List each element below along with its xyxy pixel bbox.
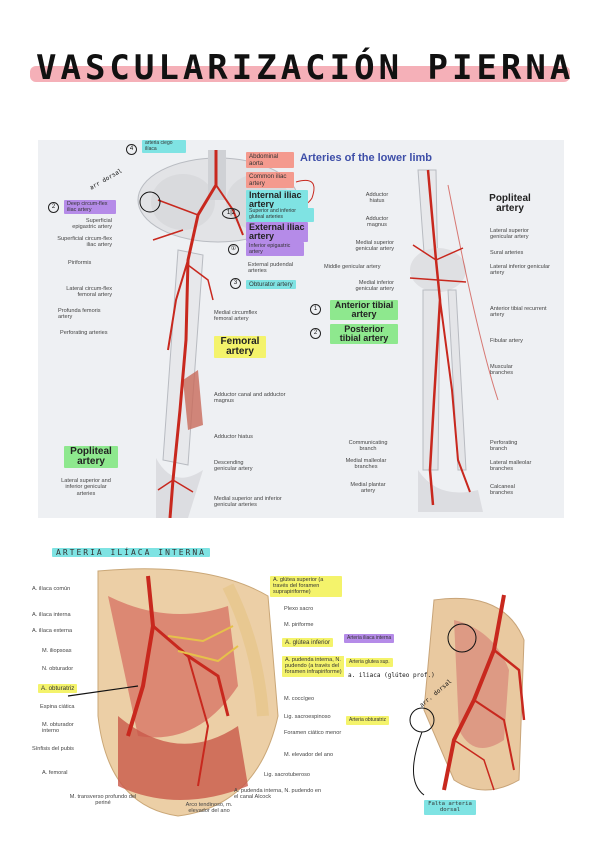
label-foramen-ciatico: Foramen ciático menor <box>284 730 342 736</box>
label-iliaca-interna: A. ilíaca interna <box>32 612 71 618</box>
note-iliaca-gluteo: a. iliaca (glúteo prof.) <box>348 672 435 679</box>
label-glutea-inferior: A. glútea inferior <box>282 638 334 647</box>
lower-limb-heading: Arteries of the lower limb <box>300 152 433 164</box>
label-communicating: Communicating branch <box>348 440 388 453</box>
label-sacroespinoso: Lig. sacroespinoso <box>284 714 331 720</box>
label-lateral-inferior-genicular: Lateral inferior genicular artery <box>490 264 551 277</box>
label-medial-inferior-genicular: Medial inferior genicular artery <box>355 280 394 293</box>
label-espina-ciatica: Espina ciática <box>40 704 75 710</box>
label-external-pudendal: External pudendal arteries <box>248 262 294 275</box>
label-medial-malleolar: Medial malleolar branches <box>345 458 387 471</box>
number-3-mark: 3 <box>230 278 241 289</box>
pelvis-illustration <box>67 568 279 817</box>
label-pudenda-interna: A. pudenda interna, N. pudendo (a través… <box>282 656 348 677</box>
label-perforating-right: Perforating branch <box>490 440 518 453</box>
label-medial-plantar: Medial plantar artery <box>350 482 386 495</box>
label-medial-superior-genicular: Medial superior genicular artery <box>355 240 394 253</box>
label-calcaneal: Calcaneal branches <box>490 484 515 497</box>
label-abdominal-aorta: Abdominal aorta <box>246 152 294 168</box>
bottom-right-figure: Arteria iliaca interna Arteria glutea su… <box>344 590 592 802</box>
page-title: VASCULARIZACIÓN PIERNA <box>30 48 570 94</box>
number-1-left-mark: ① <box>228 244 239 255</box>
label-lateral-superior-genicular: Lateral superior genicular artery <box>490 228 529 241</box>
label-glutea-superior: A. glútea superior (a través del foramen… <box>270 576 342 597</box>
label-piriformis: Piriformis <box>68 260 92 266</box>
label-popliteal-right: Popliteal artery <box>489 193 531 214</box>
label-inferior-epigastric: Inferior epigastric artery <box>246 242 304 256</box>
label-arteria-iliaca-interna: Arteria iliaca interna <box>344 634 395 643</box>
label-n-obturador: N. obturador <box>42 666 74 672</box>
label-internal-iliac: Internal iliac artery <box>246 190 308 210</box>
label-popliteal-left: Popliteal artery <box>64 446 118 468</box>
number-2-mark: 2 <box>48 202 59 213</box>
label-arco-tendinoso: Arco tendinoso, m. elevador del ano <box>185 802 233 815</box>
label-descending-genicular: Descending genicular artery <box>214 460 253 473</box>
label-common-iliac: Common iliac artery <box>246 172 294 188</box>
pelvis-right-illustration <box>409 594 526 796</box>
label-sural: Sural arteries <box>490 250 524 256</box>
top-figure-panel: Arteries of the lower limb 4 arteria cie… <box>38 140 564 518</box>
title-text: VASCULARIZACIÓN PIERNA <box>36 48 575 88</box>
label-coccigeo: M. coccígeo <box>284 696 315 702</box>
label-piriforme: M. piriforme <box>284 622 314 628</box>
label-lateral-circumflex: Lateral circum-flex femoral artery <box>66 286 112 299</box>
label-posterior-tibial: Posterior tibial artery <box>330 324 398 344</box>
label-iliopsoas: M. iliopsoas <box>42 648 72 654</box>
label-transverso: M. transverso profundo del periné <box>69 794 137 807</box>
label-fibular: Fibular artery <box>490 338 523 344</box>
label-sacrotuberoso: Lig. sacrotuberoso <box>264 772 311 778</box>
bottom-left-figure: A. ilíaca común A. ilíaca interna A. ilí… <box>28 566 348 824</box>
label-adductor-hiatus-right: Adductor hiatus <box>365 192 389 205</box>
label-falta-arteria-dorsal: Falta arteria dorsal <box>424 800 476 815</box>
label-lat-sup-inf-genicular: Lateral superior and inferior genicular … <box>61 478 111 497</box>
label-lateral-malleolar: Lateral malleolar branches <box>490 460 532 473</box>
label-arteria-obturatriz: Arteria obturatriz <box>346 716 389 725</box>
label-a-femoral: A. femoral <box>42 770 68 776</box>
label-superficial-epigastric: Superficial epigastric artery <box>72 218 112 231</box>
label-sup-inf-gluteal: Superior and inferior gluteal arteries <box>246 208 314 222</box>
note-arteria-ciego: arteria ciego ilíaca <box>142 140 186 153</box>
label-elevador-ano: M. elevador del ano <box>284 752 334 758</box>
label-middle-genicular: Middle genicular artery <box>324 264 381 270</box>
label-obturatriz: A. obturatriz <box>38 684 78 693</box>
label-external-iliac: External iliac artery <box>246 222 308 242</box>
label-obturador-interno: M. obturador interno <box>42 722 74 735</box>
label-adductor-hiatus-left: Adductor hiatus <box>214 434 253 440</box>
label-obturator: Obturator artery <box>246 280 296 289</box>
label-anterior-tibial: Anterior tibial artery <box>330 300 398 320</box>
title-highlight <box>30 66 570 82</box>
number-12-mark: 1|2 <box>222 208 240 219</box>
label-plexo-sacro: Plexo sacro <box>284 606 314 612</box>
label-med-sup-inf-genicular: Medial superior and inferior genicular a… <box>214 496 282 509</box>
label-medial-circumflex: Medial circumflex femoral artery <box>214 310 258 323</box>
label-iliaca-externa: A. ilíaca externa <box>32 628 73 634</box>
label-arteria-glutea-sup: Arteria glutea sup. <box>346 658 393 667</box>
number-2b-mark: 2 <box>310 328 321 339</box>
label-perforating-left: Perforating arteries <box>60 330 108 336</box>
number-4-mark: 4 <box>126 144 137 155</box>
label-adductor-canal: Adductor canal and adductor magnus <box>214 392 286 405</box>
label-muscular: Muscular branches <box>490 364 514 377</box>
label-superficial-circumflex: Superficial circum-flex iliac artery <box>57 236 112 249</box>
label-deep-circumflex: Deep circum-flex iliac artery <box>64 200 116 214</box>
label-profunda: Profunda femoris artery <box>58 308 101 321</box>
label-iliaca-comun: A. ilíaca común <box>32 586 71 592</box>
section-title-iliaca-interna: ARTERIA ILÍACA INTERNA <box>52 548 210 557</box>
label-sinfisis: Sínfisis del pubis <box>32 746 74 752</box>
number-1-mark: 1 <box>310 304 321 315</box>
label-pudenda-alcock: A. pudenda interna, N. pudendo en el can… <box>234 788 322 801</box>
label-anterior-tibial-recurrent: Anterior tibial recurrent artery <box>490 306 547 319</box>
label-adductor-magnus: Adductor magnus <box>365 216 389 229</box>
label-femoral: Femoral artery <box>214 336 266 358</box>
